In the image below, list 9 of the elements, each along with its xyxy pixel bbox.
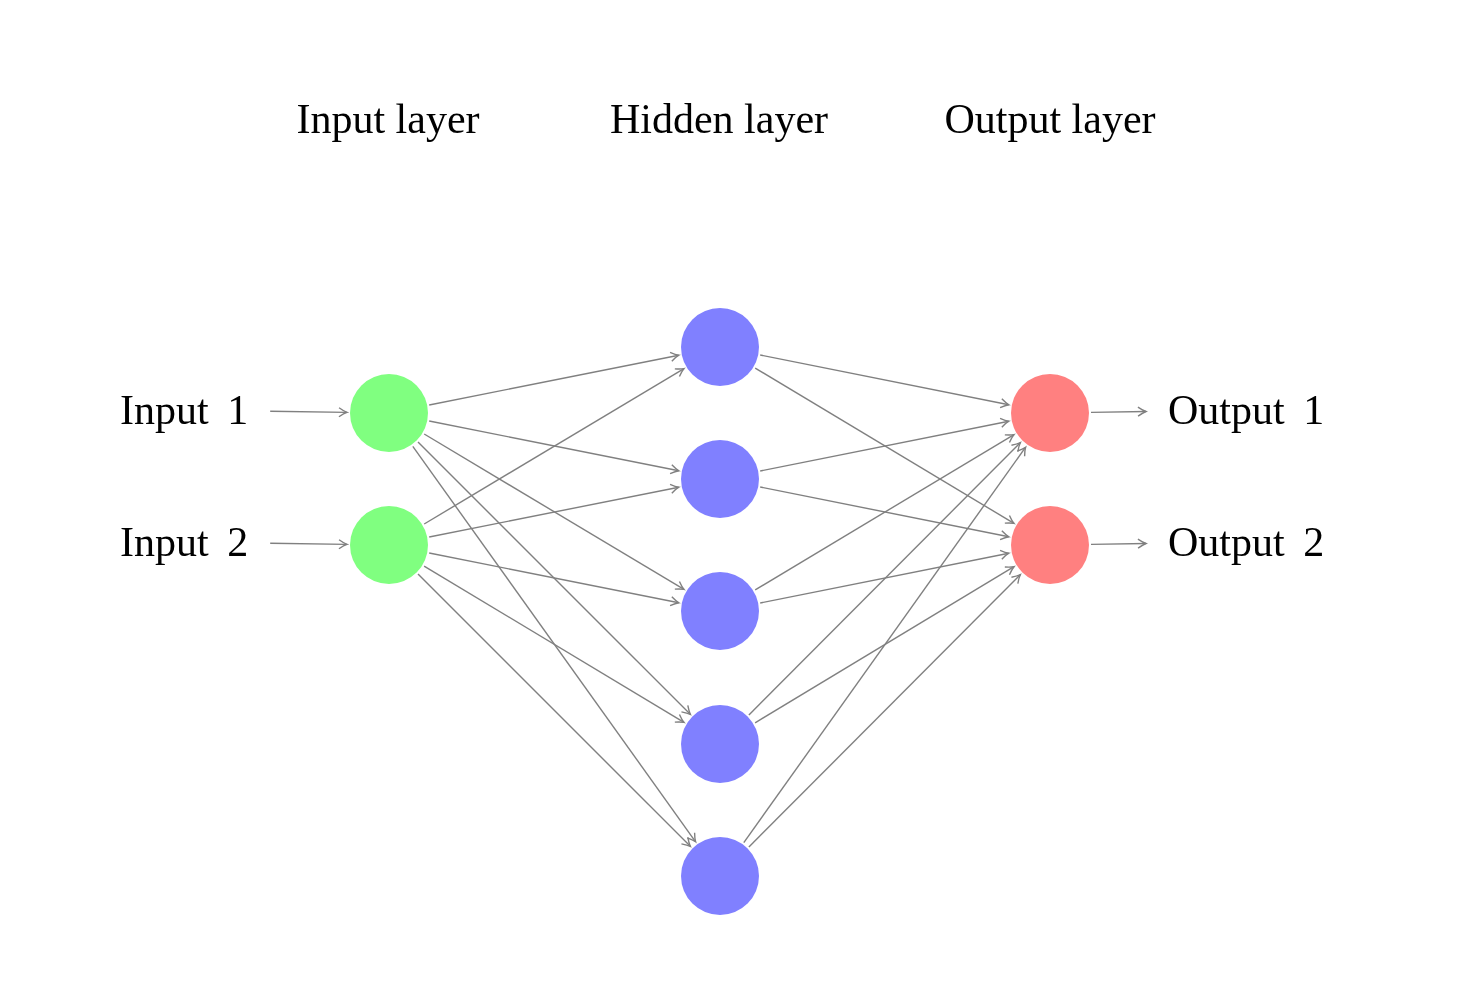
neuron-circle [681, 705, 759, 783]
node-label: Output 2 [1168, 518, 1325, 566]
layer-heading: Input layer [295, 95, 481, 144]
neuron-circle [681, 837, 759, 915]
layer-heading: Output layer [943, 95, 1157, 144]
layer-heading: Hidden layer [609, 95, 829, 144]
node-label: Input 1 [120, 386, 249, 434]
node-label: Input 2 [120, 518, 249, 566]
node-label: Output 1 [1168, 386, 1325, 434]
